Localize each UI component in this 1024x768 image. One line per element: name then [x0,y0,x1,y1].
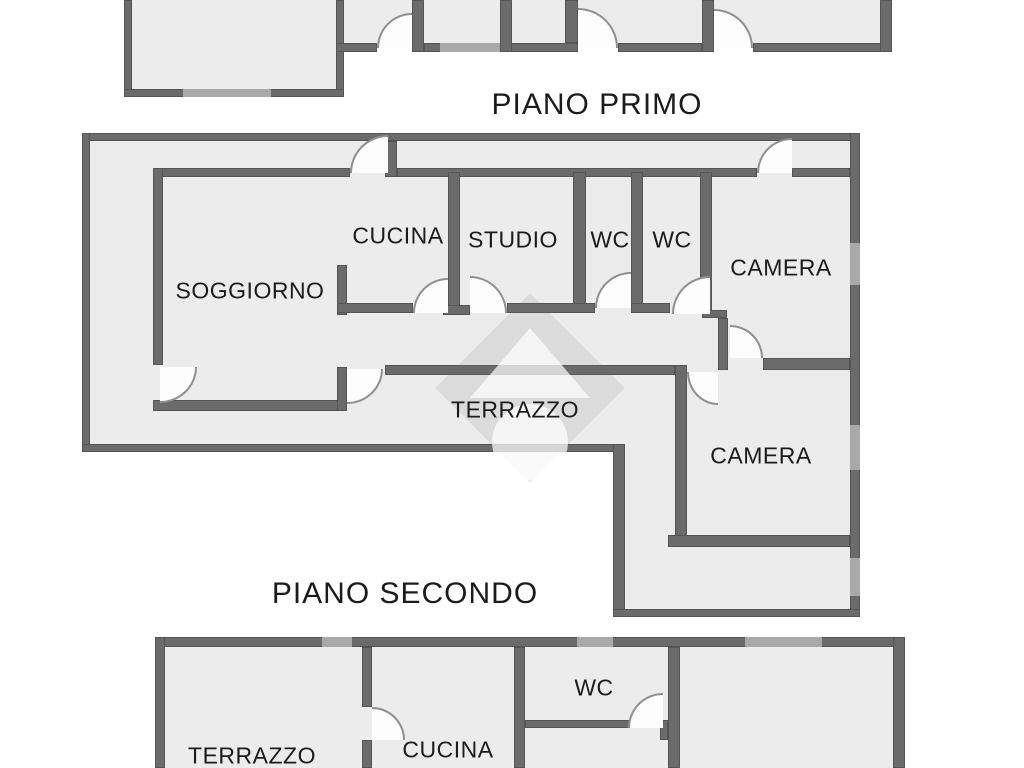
wall-outer [850,133,860,617]
watermark-roof-triangle [470,328,590,398]
wall [880,0,892,52]
wall [565,0,578,43]
wall [337,265,347,315]
wall-outer [82,133,90,452]
wall [507,303,595,313]
wall [514,647,525,768]
room-label-cucina-2: CUCINA [402,736,494,763]
room-label-camera-2: CAMERA [710,442,812,469]
wall [153,400,343,411]
wall [573,172,586,308]
wall [631,172,643,312]
floor-area [625,444,850,609]
wall [675,365,687,547]
wall [631,303,670,313]
wall [385,141,397,177]
room-label-camera-1: CAMERA [730,254,832,281]
window-segment [850,558,860,596]
wall [124,0,132,97]
wall [618,43,702,52]
window-segment [850,243,860,285]
wall [753,43,892,52]
wall-outer [613,609,860,617]
window-segment [440,43,500,52]
wall [702,0,714,52]
wall [792,168,850,177]
floor-title-piano-primo: PIANO PRIMO [491,88,703,121]
wall-outer [82,444,621,452]
floor-area [131,0,336,89]
floor-area [165,647,893,768]
wall [718,318,728,370]
wall [660,720,668,740]
wall [337,303,413,313]
room-label-cucina: CUCINA [352,222,444,249]
wall [362,740,372,768]
wall-outer [893,637,905,768]
wall [702,310,727,318]
wall [763,358,850,370]
watermark-circle [492,404,568,480]
window-segment [322,637,352,647]
wall [336,43,377,52]
wall-outer [155,637,165,768]
wall [525,720,630,728]
window-segment [577,637,613,647]
wall [153,168,350,177]
wall-outer [613,444,625,617]
room-label-terrazzo-2: TERRAZZO [188,742,316,768]
wall [500,0,512,52]
window-segment [183,89,271,97]
wall-outer [82,133,858,141]
room-label-terrazzo: TERRAZZO [451,396,579,423]
window-segment [745,637,822,647]
wall [362,647,372,707]
wall [337,367,347,411]
room-label-soggiorno: SOGGIORNO [175,277,325,304]
wall [668,535,850,547]
wall [668,647,680,768]
floor-area [344,0,892,43]
window-segment [850,425,860,470]
wall [412,0,424,52]
room-label-wc-3: WC [574,674,614,701]
room-label-wc-1: WC [590,226,630,253]
room-label-wc-2: WC [652,226,692,253]
wall [443,305,470,315]
room-label-studio: STUDIO [468,226,558,253]
wall-outer [155,637,905,647]
wall [153,168,163,365]
wall [448,172,460,308]
floor-title-piano-secondo: PIANO SECONDO [271,577,539,610]
